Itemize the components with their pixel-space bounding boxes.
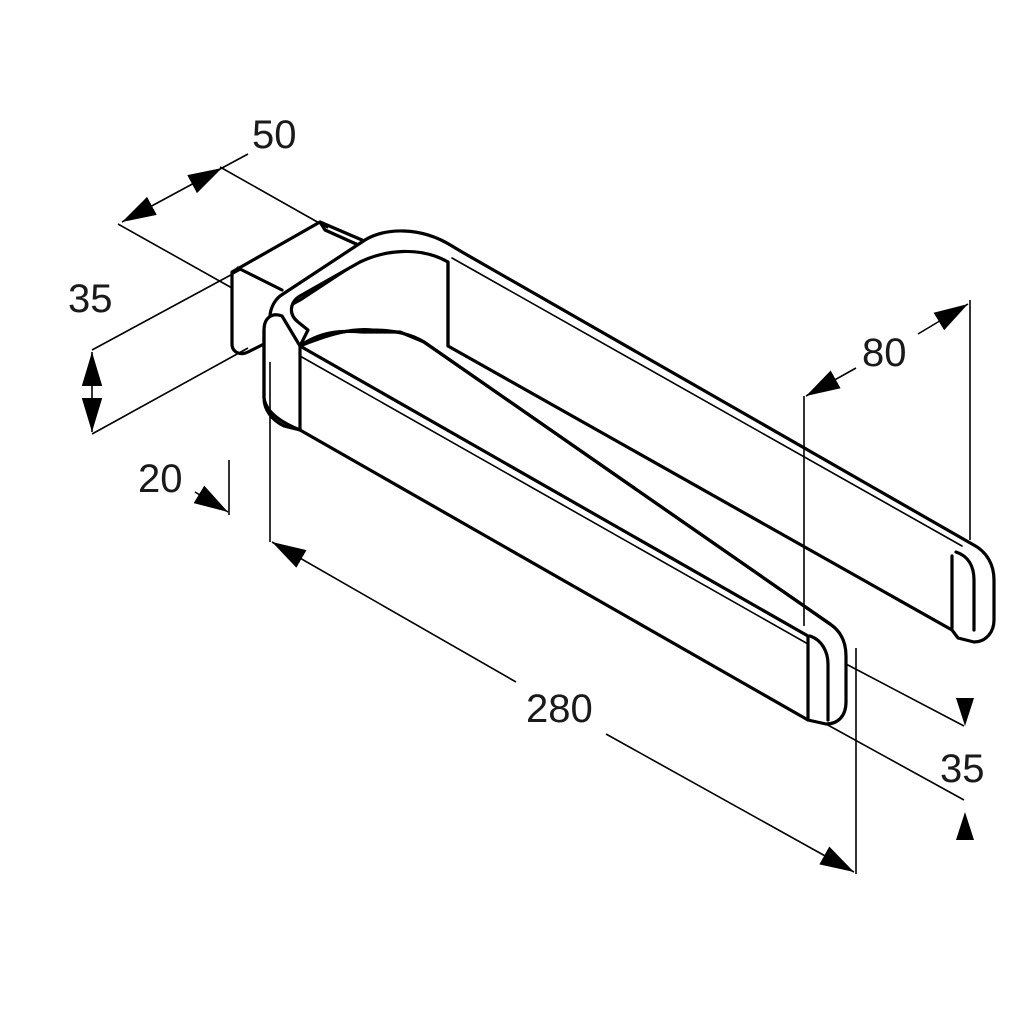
front-arm-inner-edge: [299, 355, 809, 645]
dimension-line: [121, 167, 223, 223]
extension-line: [117, 223, 233, 289]
dimension-80: 80: [803, 300, 971, 626]
dimension-50: 50: [117, 113, 329, 289]
dimension-label-35-left: 35: [68, 277, 113, 321]
extension-line: [219, 166, 329, 229]
front-arm-end-cap: [808, 634, 830, 722]
dimension-arrow-up: [956, 812, 974, 840]
dimension-label-35-right: 35: [940, 747, 985, 791]
dimension-line: [271, 541, 517, 683]
extension-line: [825, 723, 965, 801]
dimension-35-right: 35: [825, 663, 985, 840]
dimension-label-20: 20: [138, 457, 183, 501]
dimension-35-left: 35: [68, 269, 249, 435]
dimension-label-80: 80: [862, 331, 907, 375]
dimension-line: [605, 733, 855, 873]
dimension-280: 280: [269, 362, 857, 874]
towel-rail-outline: [230, 220, 996, 726]
back-arm-inner-edge: [451, 257, 963, 547]
back-arm-end-cap: [950, 550, 976, 632]
dimension-arrow-down: [956, 698, 974, 726]
extension-line: [91, 269, 241, 351]
front-arm-inner-top: [298, 328, 832, 626]
dimension-arrow: [193, 485, 229, 513]
dimension-20: 20: [138, 457, 230, 515]
extension-line: [91, 347, 249, 435]
dimension-label-280: 280: [526, 687, 593, 731]
front-arm-top: [298, 344, 810, 722]
dimension-label-50: 50: [252, 113, 297, 157]
dimensions: 50 35 20 280 80: [68, 113, 985, 874]
leader-line: [221, 153, 249, 169]
dimension-line: [805, 367, 857, 397]
dimension-line: [917, 303, 969, 335]
extension-line: [845, 663, 965, 727]
